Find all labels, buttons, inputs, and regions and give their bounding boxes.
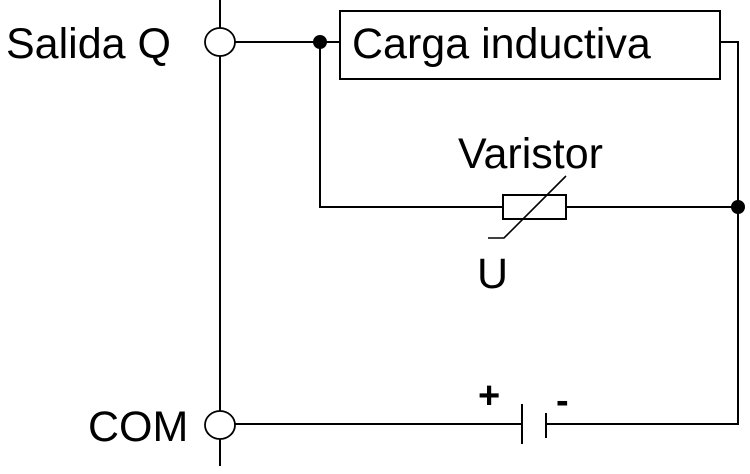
battery-plus-label: +: [478, 375, 500, 417]
inductive-load-box: [339, 10, 721, 80]
wire-load-to-right-rail: [716, 41, 739, 425]
battery-minus-label: -: [556, 380, 569, 422]
varistor-voltage-slash-icon: [488, 175, 567, 239]
varistor-label: Varistor: [458, 130, 603, 178]
junction-dot-right: [731, 200, 745, 214]
wire-junction-to-varistor: [319, 42, 503, 208]
output-terminal-icon: [204, 27, 236, 57]
output-terminal-label: Salida Q: [6, 20, 171, 68]
varistor-symbol-label: U: [477, 250, 508, 298]
common-terminal-icon: [204, 410, 236, 440]
inductive-load-label: Carga inductiva: [352, 20, 651, 68]
common-terminal-label: COM: [88, 403, 188, 451]
